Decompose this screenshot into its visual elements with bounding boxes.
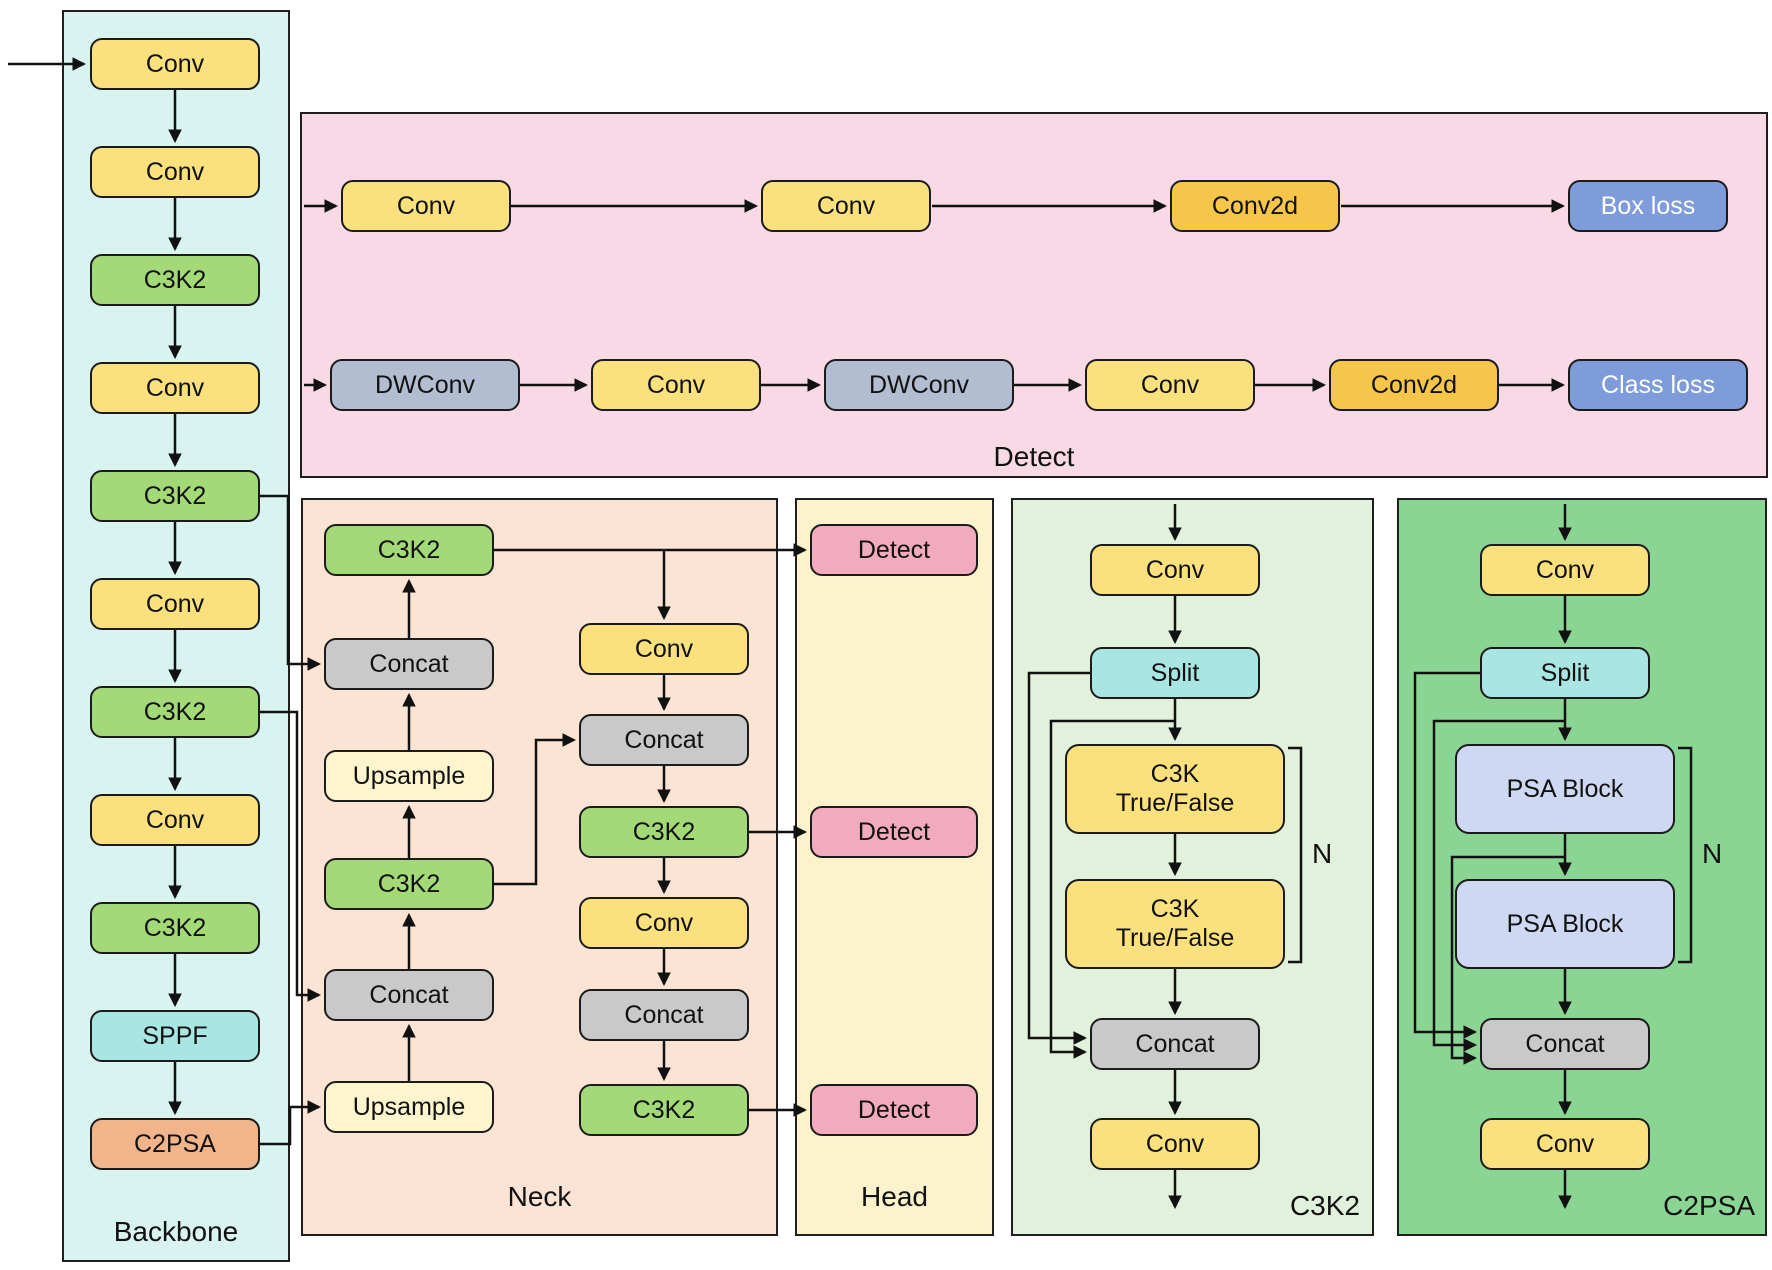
c3k2-n-label: N: [1312, 838, 1333, 869]
backbone-c3k2-4: C3K2: [90, 902, 260, 954]
detect-box-loss: Box loss: [1568, 180, 1728, 232]
detect-panel: [300, 112, 1768, 478]
neck-concat-1: Concat: [324, 638, 494, 690]
detect-cls-dwconv-2: DWConv: [824, 359, 1014, 411]
c3k2-detail-arrows: [1027, 504, 1303, 1210]
backbone-sppf: SPPF: [90, 1010, 260, 1062]
c3k2-conv-in: Conv: [1090, 544, 1260, 596]
backbone-conv-3: Conv: [90, 362, 260, 414]
detect-label: Detect: [993, 441, 1075, 472]
c3k2-concat: Concat: [1090, 1018, 1260, 1070]
c2psa-detail-panel: [1397, 498, 1767, 1236]
c3k2-c3k-block-2: C3K True/False: [1065, 879, 1285, 969]
neck-upsample-1: Upsample: [324, 750, 494, 802]
neck-c3k2-out1: C3K2: [579, 806, 749, 858]
detect-cls-conv-2: Conv: [1085, 359, 1255, 411]
c3k2-conv-out: Conv: [1090, 1118, 1260, 1170]
detect-cls-conv2d: Conv2d: [1329, 359, 1499, 411]
neck-c3k2-out2: C3K2: [579, 1084, 749, 1136]
c2psa-detail-arrows: [1413, 504, 1693, 1210]
neck-label: Neck: [507, 1181, 572, 1212]
c3k-variant: True/False: [1115, 924, 1235, 952]
c3k2-panel-label: C3K2: [1289, 1190, 1360, 1221]
c2psa-conv-in: Conv: [1480, 544, 1650, 596]
c3k-variant: True/False: [1115, 789, 1235, 817]
backbone-conv-5: Conv: [90, 794, 260, 846]
c3k2-c3k-block-1: C3K True/False: [1065, 744, 1285, 834]
c3k2-split: Split: [1090, 647, 1260, 699]
backbone-conv-4: Conv: [90, 578, 260, 630]
c2psa-split: Split: [1480, 647, 1650, 699]
detect-box-conv-2: Conv: [761, 180, 931, 232]
detect-class-loss: Class loss: [1568, 359, 1748, 411]
detect-box-conv2d: Conv2d: [1170, 180, 1340, 232]
head-label: Head: [861, 1181, 928, 1212]
repeat-bracket: [1288, 746, 1303, 964]
c2psa-concat: Concat: [1480, 1018, 1650, 1070]
c3k2-detail-panel: [1011, 498, 1374, 1236]
backbone-conv-2: Conv: [90, 146, 260, 198]
neck-c3k2-top: C3K2: [324, 524, 494, 576]
neck-c3k2-mid: C3K2: [324, 858, 494, 910]
detect-cls-conv-1: Conv: [591, 359, 761, 411]
backbone-arrows: [8, 57, 322, 1146]
head-detect-3: Detect: [810, 1084, 978, 1136]
backbone-conv-1: Conv: [90, 38, 260, 90]
backbone-c3k2-3: C3K2: [90, 686, 260, 738]
c3k-name: C3K: [1150, 895, 1200, 924]
head-detect-1: Detect: [810, 524, 978, 576]
backbone-c2psa: C2PSA: [90, 1118, 260, 1170]
c2psa-psa-block-2: PSA Block: [1455, 879, 1675, 969]
detect-cls-dwconv-1: DWConv: [330, 359, 520, 411]
neck-upsample-2: Upsample: [324, 1081, 494, 1133]
neck-concat-3: Concat: [579, 714, 749, 766]
neck-conv-1: Conv: [579, 623, 749, 675]
c2psa-panel-label: C2PSA: [1663, 1190, 1755, 1221]
detect-box-conv-1: Conv: [341, 180, 511, 232]
c3k-name: C3K: [1150, 760, 1200, 789]
detect-arrows: [304, 199, 1566, 392]
c2psa-conv-out: Conv: [1480, 1118, 1650, 1170]
head-detect-2: Detect: [810, 806, 978, 858]
neck-conv-2: Conv: [579, 897, 749, 949]
backbone-c3k2-2: C3K2: [90, 470, 260, 522]
neck-concat-2: Concat: [324, 969, 494, 1021]
backbone-label: Backbone: [113, 1216, 239, 1247]
backbone-c3k2-1: C3K2: [90, 254, 260, 306]
neck-arrows: [402, 543, 808, 1117]
neck-concat-4: Concat: [579, 989, 749, 1041]
repeat-bracket: [1678, 746, 1693, 964]
c2psa-n-label: N: [1702, 838, 1723, 869]
c2psa-psa-block-1: PSA Block: [1455, 744, 1675, 834]
